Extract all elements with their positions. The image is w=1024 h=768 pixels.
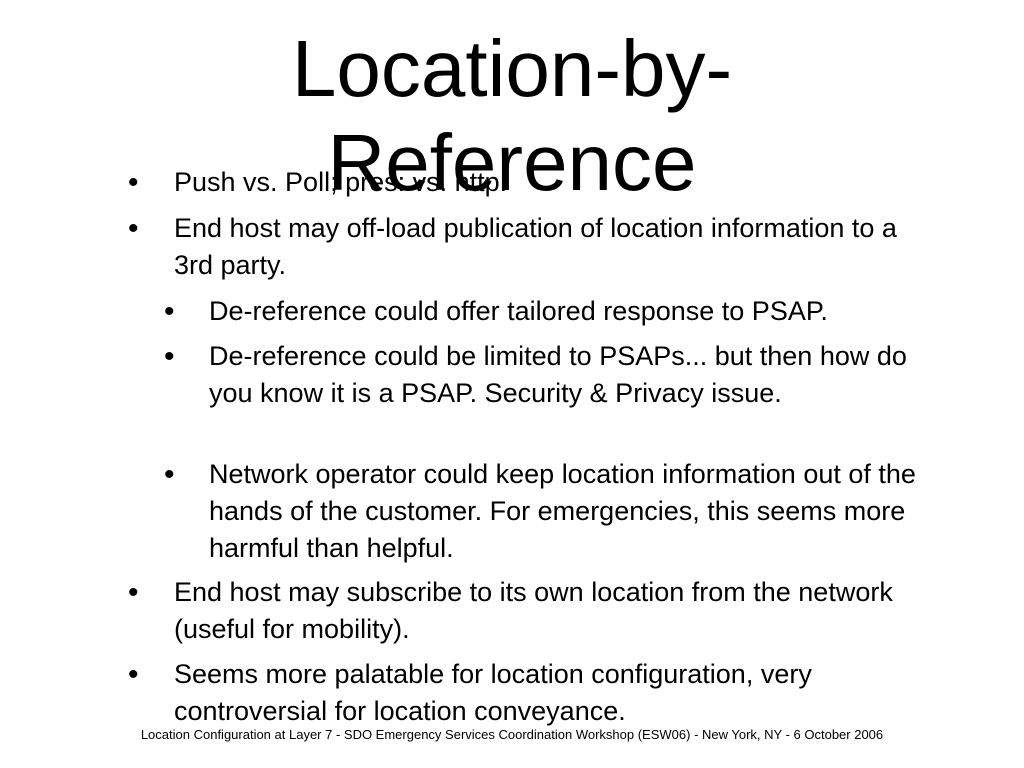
- bullet-icon: •: [128, 658, 139, 691]
- bullet-text: De-reference could offer tailored respon…: [209, 296, 828, 326]
- bullet-icon: •: [164, 340, 175, 373]
- sub-bullet-item: • De-reference could be limited to PSAPs…: [164, 338, 929, 412]
- bullet-text: De-reference could be limited to PSAPs..…: [209, 341, 907, 408]
- slide-footer: Location Configuration at Layer 7 - SDO …: [140, 727, 884, 742]
- slide-title-line-2: Reference: [327, 118, 697, 207]
- slide-title-line-1: Location-by-: [291, 24, 733, 113]
- bullet-icon: •: [128, 212, 139, 245]
- bullet-text: Network operator could keep location inf…: [209, 459, 916, 563]
- sub-bullet-item: • De-reference could offer tailored resp…: [164, 293, 929, 330]
- bullet-text: End host may subscribe to its own locati…: [174, 577, 893, 644]
- slide-title: Location-by- Reference: [0, 22, 1024, 210]
- bullet-item: • Seems more palatable for location conf…: [128, 656, 934, 730]
- bullet-icon: •: [128, 576, 139, 609]
- bullet-text: End host may off-load publication of loc…: [174, 213, 897, 280]
- bullet-icon: •: [164, 458, 175, 491]
- bullet-item: • Push vs. Poll; pres: vs. http:: [128, 164, 934, 201]
- bullet-text: Push vs. Poll; pres: vs. http:: [174, 167, 508, 197]
- bullet-icon: •: [164, 295, 175, 328]
- bullet-item: • End host may subscribe to its own loca…: [128, 574, 934, 648]
- bullet-icon: •: [128, 166, 139, 199]
- bullet-text: Seems more palatable for location config…: [174, 659, 812, 726]
- sub-bullet-item: • Network operator could keep location i…: [164, 456, 929, 567]
- bullet-item: • End host may off-load publication of l…: [128, 210, 934, 284]
